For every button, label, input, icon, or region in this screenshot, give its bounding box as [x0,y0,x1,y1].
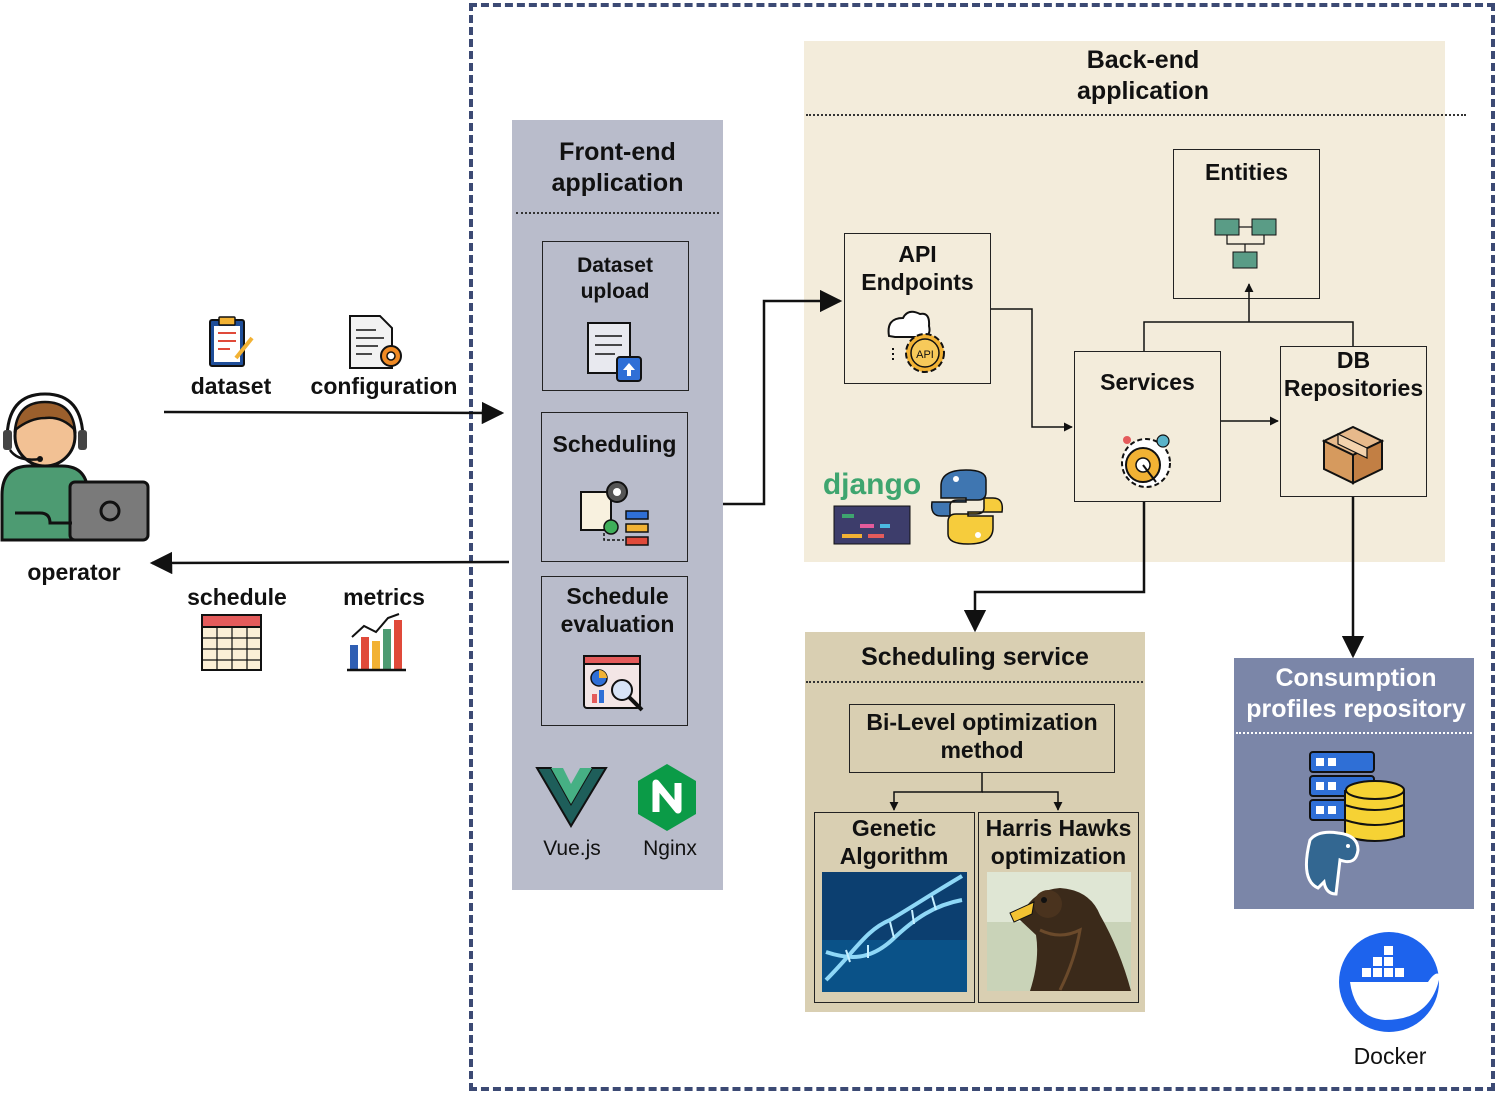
vuejs-label: Vue.js [543,837,601,860]
api-to-services-arrow [991,308,1073,432]
db-repositories-box[interactable] [1280,346,1427,497]
method-to-algorithms-link [889,773,983,811]
output-arrow [149,551,510,575]
services-to-scheduling-arrow [963,502,1146,633]
configuration-file-icon [349,315,402,369]
repository-package-icon [1321,425,1385,485]
django-wordmark: django [823,468,921,501]
evaluation-analytics-icon [583,655,644,712]
dna-image [822,872,967,992]
operator-label: operator [27,559,121,585]
scheduling-module[interactable] [541,412,688,562]
output-schedule-label: schedule [187,584,287,610]
nginx-logo-icon [638,764,696,831]
method-to-hhO-link [982,791,1063,811]
services-label: Services [1100,369,1195,395]
postgresql-logo-icon [1304,830,1360,896]
repository-title: Consumption profiles repository [1246,664,1466,723]
docker-logo-icon [1339,932,1440,1032]
frontend-to-api-arrow [723,289,843,506]
scheduling-process-icon [580,481,649,546]
entities-relations-icon [1214,218,1277,269]
dataset-clipboard-icon [209,316,254,367]
schedule-calendar-icon [201,614,262,671]
dataset-upload-module[interactable] [542,241,689,391]
genetic-algorithm-box[interactable] [814,812,975,1003]
bilevel-method-label: Bi-Level optimization method [866,709,1098,764]
harris-hawks-box[interactable] [978,812,1139,1003]
input-dataset-label: dataset [190,373,272,399]
docker-label: Docker [1353,1043,1427,1069]
scheduling-label: Scheduling [552,431,677,457]
backend-divider [806,114,1466,116]
database-server-icon [1309,751,1405,842]
dataset-upload-label: Dataset upload [577,254,653,303]
entities-box[interactable] [1173,149,1320,299]
vuejs-logo-icon [535,767,608,828]
django-logo-icon: django [823,468,921,545]
services-to-entities-link [1143,321,1354,351]
svg-text:API: API [916,349,934,361]
backend-title: Back-end application [1077,46,1209,105]
genetic-algorithm-label: Genetic Algorithm [839,815,949,870]
schedule-evaluation-module[interactable] [541,576,688,726]
schedule-evaluation-label: Schedule evaluation [560,583,675,638]
bilevel-method-box[interactable] [849,704,1115,773]
metrics-chart-icon [347,613,406,672]
python-logo-icon [930,469,1004,545]
document-upload-icon [587,322,642,382]
input-arrow [163,401,505,425]
system-boundary [469,3,1495,1091]
operator-avatar-icon [0,392,150,542]
api-gear-icon: API [887,310,945,373]
hawk-image [987,872,1131,991]
nginx-label: Nginx [643,837,697,860]
services-gear-icon [1121,434,1171,488]
repository-divider [1236,732,1472,734]
api-endpoints-box[interactable] [844,233,991,384]
frontend-title: Front-end application [551,138,684,197]
input-configuration-label: configuration [310,373,458,399]
harris-hawks-label: Harris Hawks optimization [985,815,1132,870]
scheduling-divider [806,681,1143,683]
services-box[interactable] [1074,351,1221,502]
output-metrics-label: metrics [343,584,425,610]
frontend-divider [516,212,719,214]
entities-label: Entities [1204,159,1289,185]
scheduling-service-title: Scheduling service [861,643,1089,671]
db-repositories-label: DB Repositories [1283,347,1424,402]
api-endpoints-label: API Endpoints [861,241,974,296]
